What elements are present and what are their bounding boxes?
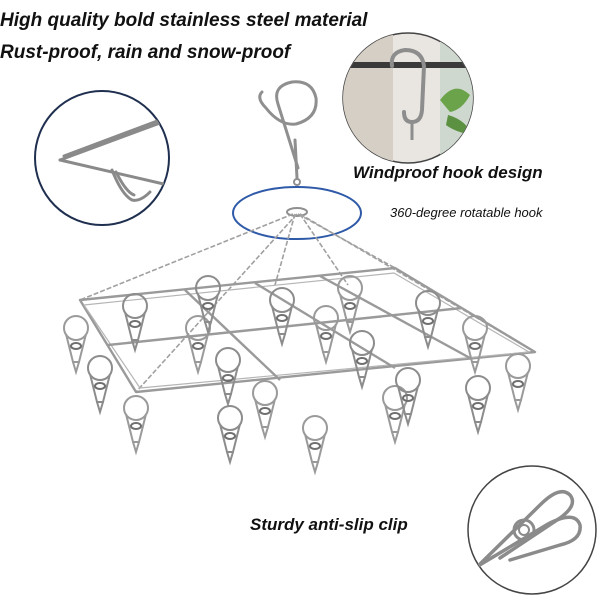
clothespin-clip-icon [462,315,488,376]
frame-corner-detail-icon [34,90,170,226]
clothespin-clip-icon [87,355,113,416]
clip-detail-icon [467,465,597,595]
callout-windproof: Windproof hook design [353,163,543,182]
clip-group [63,275,531,476]
callout-clip: Sturdy anti-slip clip [250,515,408,534]
rectangular-frame [78,266,537,394]
rotation-ring-highlight [232,186,362,240]
clothespin-clip-icon [395,367,421,428]
headline-proof: Rust-proof, rain and snow-proof [0,42,291,63]
clothespin-clip-icon [123,395,149,456]
clothespin-clip-icon [122,293,148,354]
clothespin-clip-icon [505,353,531,414]
clothespin-clip-icon [217,405,243,466]
clothespin-clip-icon [252,380,278,441]
clothespin-clip-icon [302,415,328,476]
clothespin-clip-icon [349,330,375,391]
clothespin-clip-icon [415,290,441,351]
clothespin-clip-icon [313,305,339,366]
swivel-hook-icon [258,80,318,217]
callout-rotatable: 360-degree rotatable hook [390,205,543,220]
headline-material: High quality bold stainless steel materi… [0,10,368,31]
clothespin-clip-icon [63,315,89,376]
clothespin-clip-icon [337,275,363,336]
suspension-chains [79,213,536,393]
clothespin-clip-icon [215,347,241,408]
clothespin-clip-icon [382,385,408,446]
clothespin-clip-icon [465,375,491,436]
clothespin-clip-icon [269,287,295,348]
clothespin-clip-icon [195,275,221,336]
hook-detail-icon [342,32,474,164]
